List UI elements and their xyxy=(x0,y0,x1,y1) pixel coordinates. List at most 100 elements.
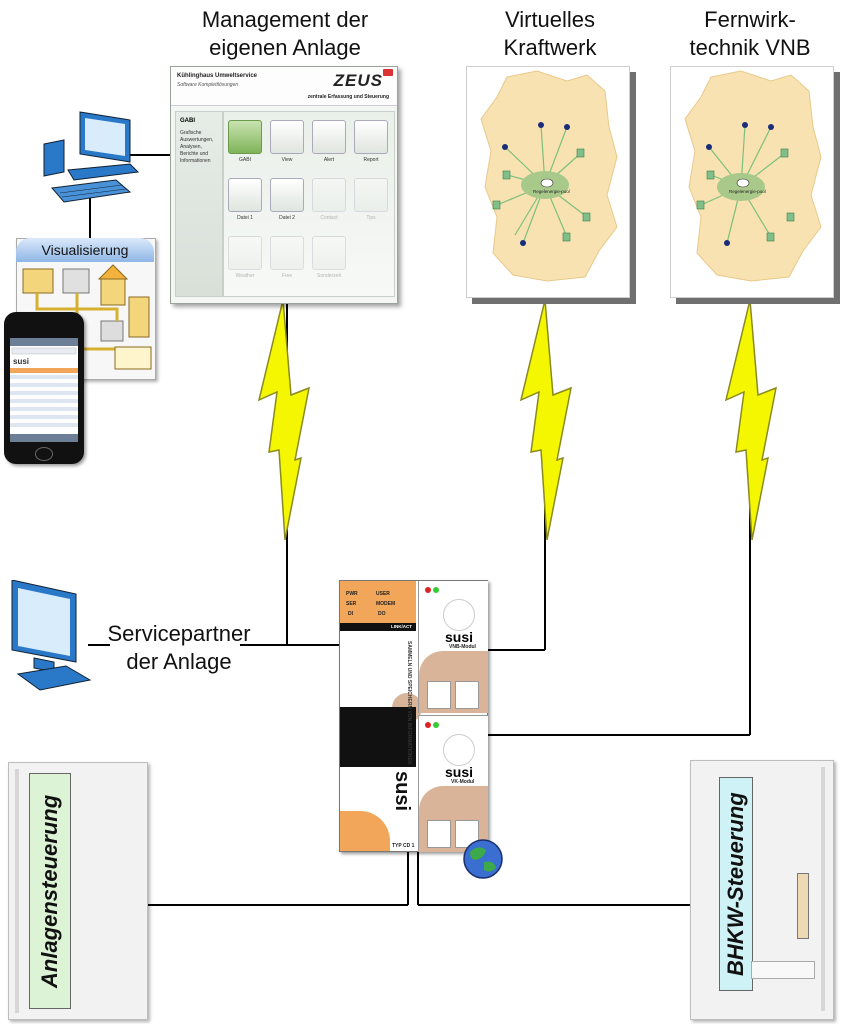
title-virtual-line2: Kraftwerk xyxy=(503,35,597,60)
close-icon[interactable] xyxy=(383,69,393,76)
susi-lower-panel: susi TYP CD 1 xyxy=(340,767,416,851)
ser-label: SER xyxy=(346,601,357,607)
modem-label: MODEM xyxy=(376,601,396,607)
document-icon xyxy=(270,120,304,154)
smartphone-icon: susi xyxy=(4,312,84,464)
tank-icon xyxy=(270,236,304,270)
tips-icon xyxy=(354,178,388,212)
tile-contact[interactable]: Contact xyxy=(312,178,346,228)
contact-icon xyxy=(312,178,346,212)
map-center-label: Regelenergie-pool xyxy=(533,189,570,194)
title-remote-line2: technik VNB xyxy=(689,35,811,60)
map-remote-control: Regelenergie-pool xyxy=(670,66,834,298)
tile-label: Datei 2 xyxy=(279,215,295,221)
visualisierung-header: Visualisierung xyxy=(16,238,154,262)
title-management: Management der eigenen Anlage xyxy=(180,6,390,62)
susi-device: PWR USER SER MODEM DI DO LINK/ACT susi T… xyxy=(339,580,488,852)
title-remote-line1: Fernwirk- xyxy=(704,7,796,32)
tile-gabi[interactable]: GABI xyxy=(228,120,262,170)
home-button[interactable] xyxy=(35,447,53,461)
file-icon xyxy=(270,178,304,212)
title-remote-control: Fernwirk- technik VNB xyxy=(670,6,830,62)
zeus-tagline: zentrale Erfassung und Steuerung xyxy=(307,94,389,100)
tile-datei-2[interactable]: Datei 2 xyxy=(270,178,304,228)
title-virtual-power-plant: Virtuelles Kraftwerk xyxy=(470,6,630,62)
tile-free[interactable]: Free xyxy=(270,236,304,286)
map-center-label: Regelenergie-pool xyxy=(729,189,766,194)
tile-label: Report xyxy=(363,157,379,163)
zeus-sidebar-text: Grafische Auswertungen, Analysen, Berich… xyxy=(180,130,214,164)
susi-link-bar: LINK/ACT xyxy=(340,623,416,631)
susi-vertical-text: SAMMELN UND SPEICHERN VON INFORMATIONEN xyxy=(406,641,412,765)
tile-report[interactable]: Report xyxy=(354,120,388,170)
tile-view[interactable]: View xyxy=(270,120,304,170)
anlagensteuerung-label: Anlagensteuerung xyxy=(29,773,71,1009)
zeus-tile-grid: GABI View Alert Report Datei 1 Datei 2 C… xyxy=(223,111,395,297)
zeus-sidebar: GABI Grafische Auswertungen, Analysen, B… xyxy=(175,111,223,297)
service-partner-line1: Servicepartner xyxy=(107,621,251,646)
link-act-label: LINK/ACT xyxy=(391,624,412,629)
lightning-bolt-virtual xyxy=(519,300,572,540)
tile-label: Free xyxy=(281,273,293,279)
title-virtual-line1: Virtuelles xyxy=(504,7,596,32)
tile-label: Contact xyxy=(320,215,338,221)
tile-label: GABI xyxy=(239,157,251,163)
germany-map-image: Regelenergie-pool xyxy=(684,70,822,282)
process-schematic-image xyxy=(22,264,152,370)
do-label: DO xyxy=(378,611,386,617)
tile-weather[interactable]: Weather xyxy=(228,236,262,286)
alarm-icon xyxy=(312,120,346,154)
map-virtual-power-plant: Regelenergie-pool xyxy=(466,66,630,298)
lightning-bolt-remote xyxy=(724,300,777,540)
tile-tips[interactable]: Tips xyxy=(354,178,388,228)
tile-alert[interactable]: Alert xyxy=(312,120,346,170)
vk-module-label: VK-Modul xyxy=(451,779,475,785)
silo-icon xyxy=(312,236,346,270)
chart-icon xyxy=(228,120,262,154)
susi-type: TYP CD 1 xyxy=(392,843,415,849)
zeus-header: Kühlinghaus Umweltservice Software Kompl… xyxy=(171,67,397,106)
monitor-icon xyxy=(11,580,92,691)
vnb-brand: susi xyxy=(445,629,474,645)
cabinet-anlagensteuerung: Anlagensteuerung xyxy=(8,762,148,1020)
pwr-label: PWR xyxy=(346,591,358,597)
globe-icon xyxy=(463,839,503,879)
mobile-table-image: susi xyxy=(10,338,78,442)
tile-label: Alert xyxy=(323,157,335,163)
susi-upper-panel xyxy=(340,631,422,723)
zeus-logo: ZEUS xyxy=(333,71,383,90)
title-management-line2: eigenen Anlage xyxy=(209,35,361,60)
vk-module: susi VK-Modul xyxy=(418,715,488,852)
susi-brand: susi xyxy=(391,771,413,812)
svg-text:susi: susi xyxy=(13,357,29,366)
zeus-sidebar-heading: GABI xyxy=(180,118,195,124)
weather-icon xyxy=(228,236,262,270)
vnb-module-label: VNB-Modul xyxy=(449,644,476,650)
file-icon xyxy=(228,178,262,212)
smartphone-screen: susi xyxy=(10,338,78,442)
lightning-bolt-management xyxy=(257,300,310,540)
bhkw-steuerung-label: BHKW-Steuerung xyxy=(719,777,753,991)
service-partner-label: Servicepartner der Anlage xyxy=(104,620,254,676)
di-label: DI xyxy=(348,611,353,617)
tile-label: View xyxy=(281,157,293,163)
susi-status-panel: PWR USER SER MODEM DI DO xyxy=(340,581,416,623)
vnb-module: susi VNB-Modul xyxy=(418,581,488,713)
tile-sonderzeit[interactable]: Sonderzeit xyxy=(312,236,346,286)
tile-datei-1[interactable]: Datei 1 xyxy=(228,178,262,228)
title-management-line1: Management der xyxy=(201,7,369,32)
tile-label: Datei 1 xyxy=(237,215,253,221)
tile-label: Tips xyxy=(366,215,376,221)
zeus-subtitle: Software Komplettlösungen xyxy=(177,82,239,88)
user-label: USER xyxy=(376,591,390,597)
zeus-company: Kühlinghaus Umweltservice xyxy=(177,73,258,79)
vk-brand: susi xyxy=(445,764,474,780)
germany-map-image: Regelenergie-pool xyxy=(480,70,618,282)
susi-middle-panel xyxy=(340,707,416,767)
zeus-app-window: Kühlinghaus Umweltservice Software Kompl… xyxy=(170,66,398,304)
cabinet-bhkw: BHKW-Steuerung xyxy=(690,760,834,1020)
service-partner-line2: der Anlage xyxy=(126,649,232,674)
tile-label: Sonderzeit xyxy=(317,273,341,279)
calculator-icon xyxy=(354,120,388,154)
desktop-computer-icon xyxy=(43,111,140,203)
